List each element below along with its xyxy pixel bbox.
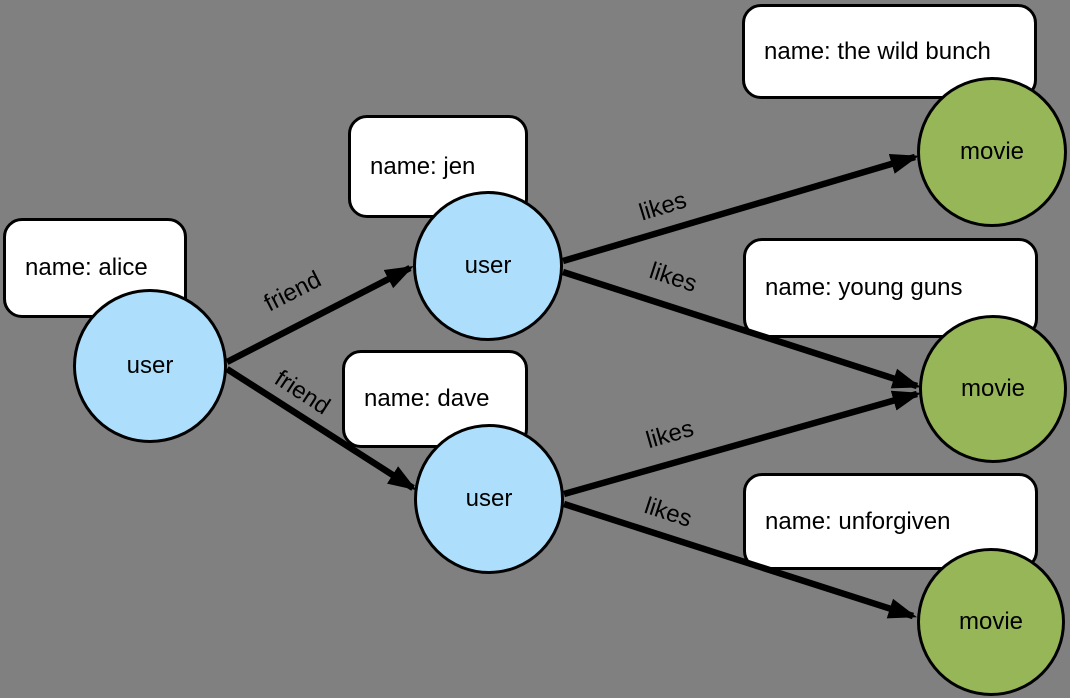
property-text-wild-bunch: name: the wild bunch — [764, 37, 991, 65]
property-box-alice: name: alice — [3, 218, 187, 318]
property-text-alice: name: alice — [25, 254, 148, 281]
node-label-alice: user — [126, 352, 174, 379]
edge-alice-dave-friend — [225, 366, 417, 491]
node-label-dave: user — [465, 485, 513, 512]
node-user-dave: user — [414, 424, 564, 574]
node-label-jen: user — [464, 252, 512, 279]
node-label-young-guns: movie — [960, 375, 1026, 402]
node-user-alice: user — [73, 289, 227, 443]
property-text-unforgiven: name: unforgiven — [765, 507, 951, 535]
property-text-young-guns: name: young guns — [765, 274, 963, 301]
edge-jen-young-guns-likes — [562, 268, 922, 390]
node-user-jen: user — [413, 191, 563, 341]
edge-jen-wild-bunch-likes — [562, 153, 920, 265]
node-label-unforgiven: movie — [958, 608, 1024, 635]
property-text-jen: name: jen — [370, 152, 476, 180]
node-movie-wild-bunch: movie — [917, 77, 1067, 227]
edge-dave-unforgiven-likes — [563, 500, 918, 620]
node-movie-young-guns: movie — [919, 315, 1067, 463]
node-movie-unforgiven: movie — [917, 548, 1065, 696]
node-label-wild-bunch: movie — [959, 138, 1025, 165]
edge-dave-young-guns-likes — [563, 390, 922, 498]
edge-alice-jen-friend — [225, 265, 414, 365]
property-text-dave: name: dave — [364, 385, 490, 412]
